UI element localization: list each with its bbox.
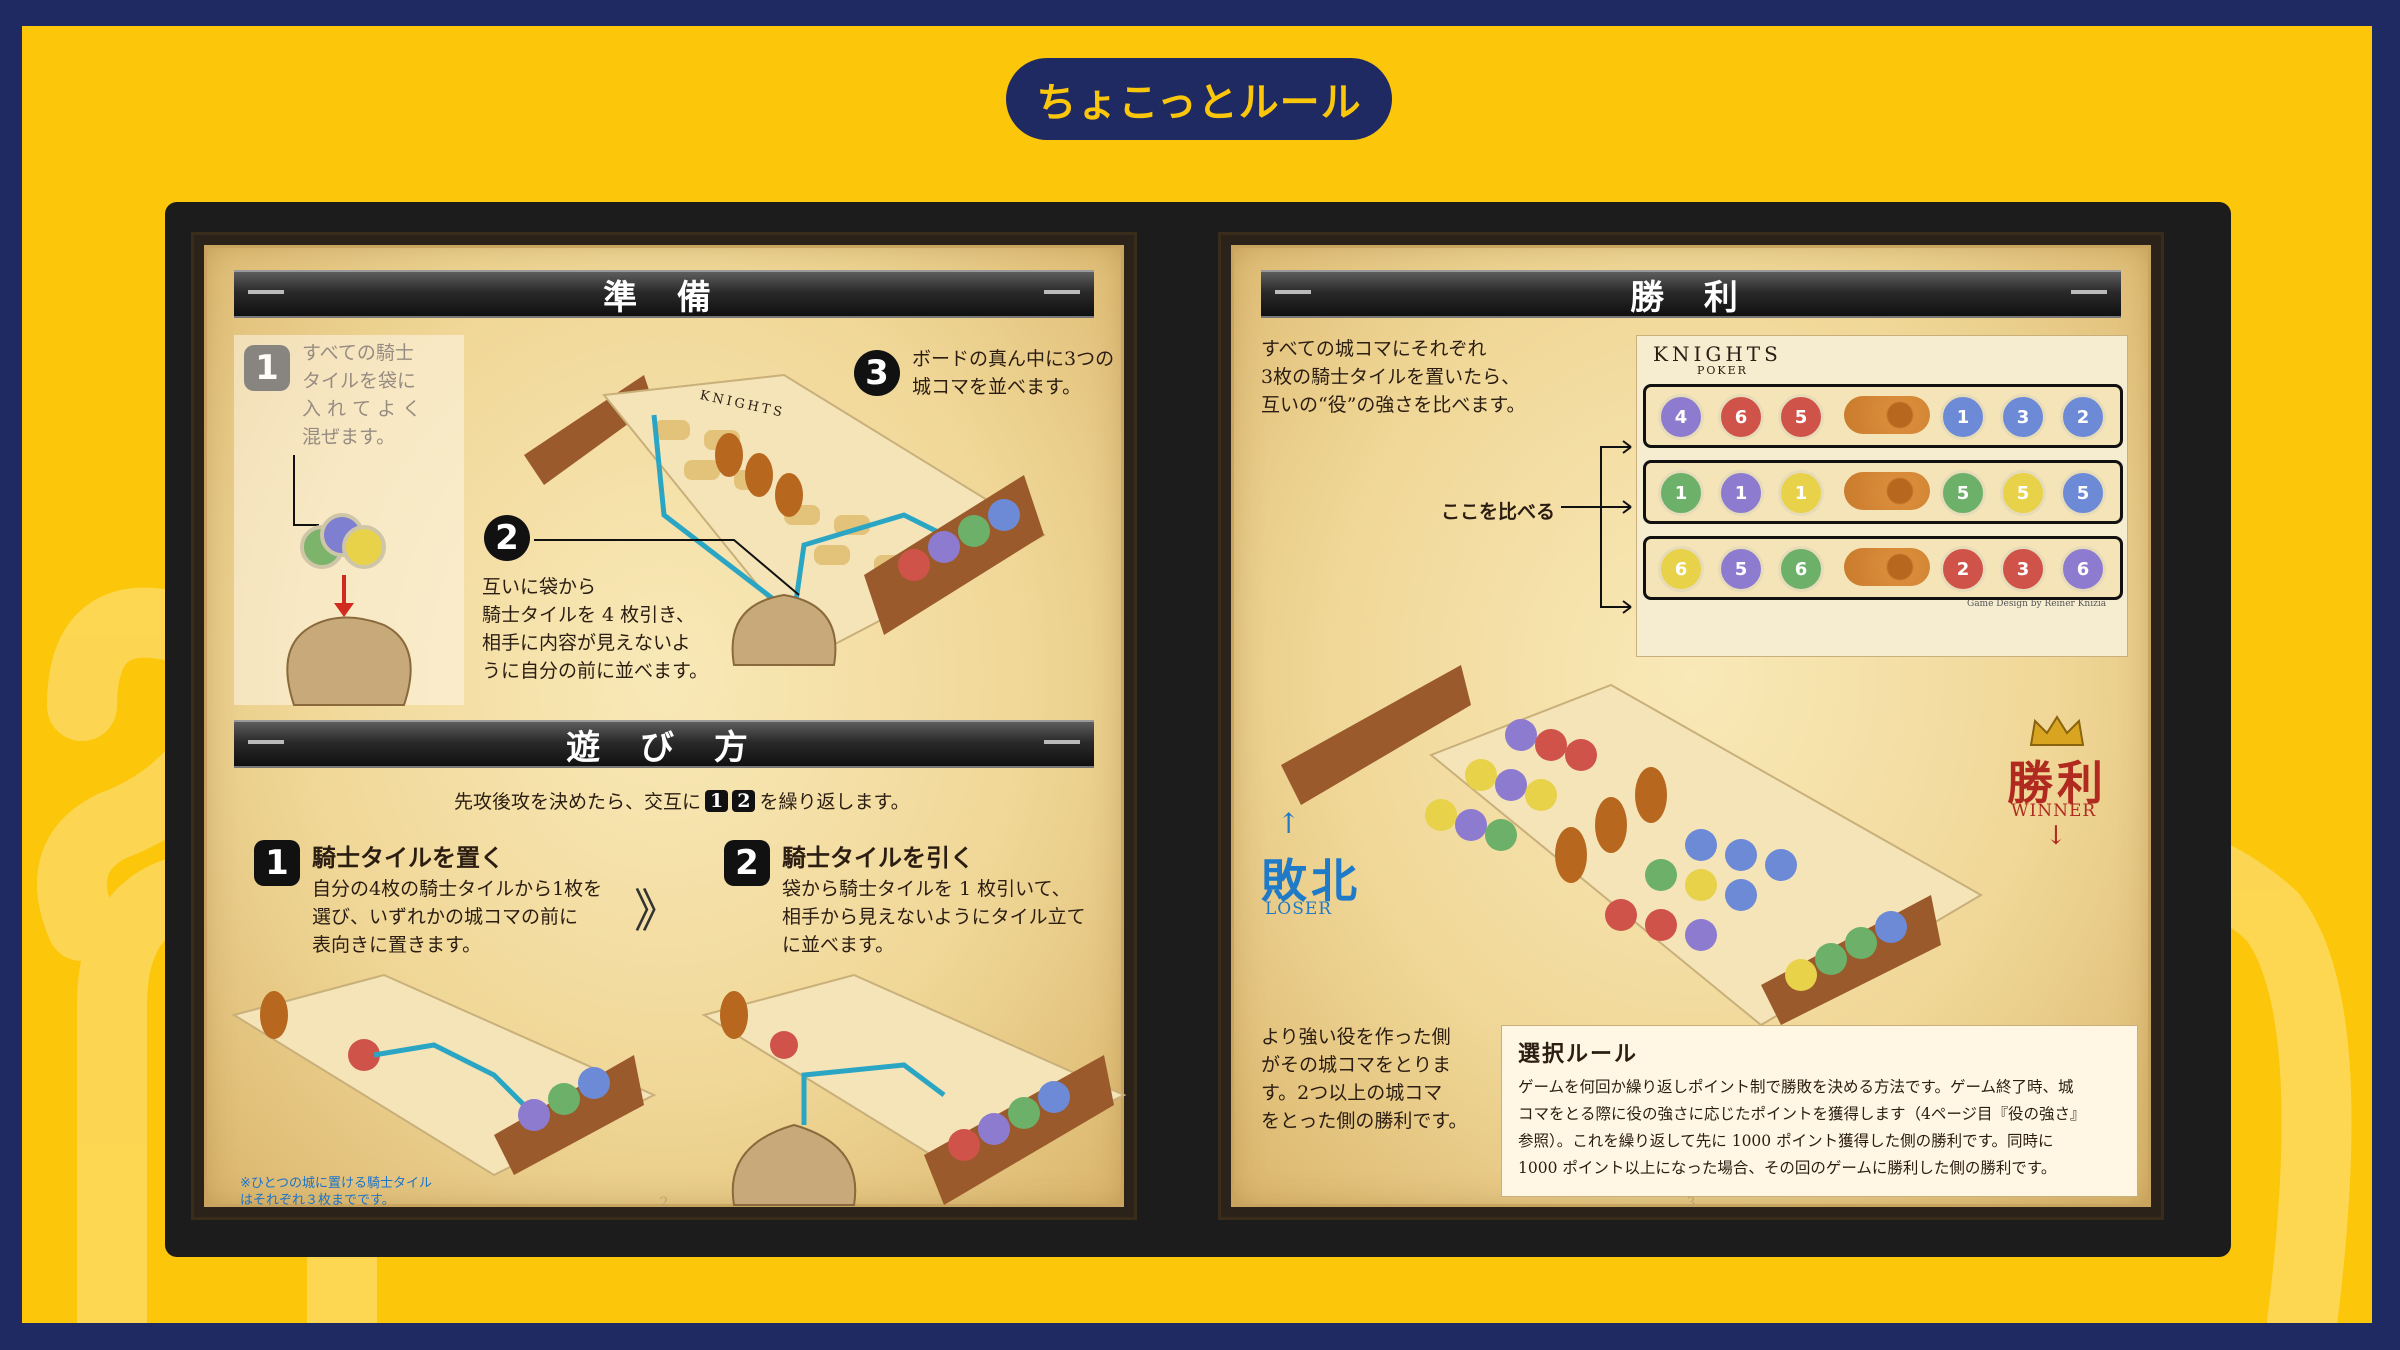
- placement-note: ※ひとつの城に置ける騎士タイル はそれぞれ３枚までです。: [240, 1176, 432, 1208]
- winner-label-en: WINNER: [2011, 801, 2097, 821]
- play-banner: 遊 び 方: [234, 720, 1094, 768]
- compare-bracket: [1561, 440, 1632, 614]
- play2-text: 袋から騎士タイルを 1 枚引いて、 相手から見えないようにタイル立て に並べます…: [782, 878, 1086, 956]
- compare-label: ここを比べる: [1441, 501, 1556, 523]
- loser-label: 敗北: [1261, 854, 1361, 908]
- play2-illustration: [701, 973, 1127, 1206]
- castle-slot: [1844, 396, 1930, 434]
- play-intro-b: を繰り返します。: [759, 791, 910, 813]
- knight-tile: 5: [2060, 470, 2106, 516]
- castle-slot: [1844, 472, 1930, 510]
- castle-slot: [1844, 548, 1930, 586]
- right-page: 勝 利 すべての城コマにそれぞれ 3枚の騎士タイルを置いたら、 互いの“役”の強…: [1218, 232, 2164, 1220]
- play2-number: 2: [724, 840, 770, 886]
- knight-tile: 2: [2060, 394, 2106, 440]
- play-intro-num2: 2: [732, 789, 756, 812]
- play-intro-a: 先攻後攻を決めたら、交互に: [454, 791, 702, 813]
- play-intro-num1: 1: [705, 789, 729, 812]
- winner-label: 勝利: [2007, 756, 2107, 810]
- winner-arrow-icon: ↓: [2045, 821, 2067, 851]
- knight-tile: 4: [1658, 394, 1704, 440]
- step3-text: ボードの真ん中に3つの 城コマを並べます。: [912, 348, 1115, 398]
- select-rule-box: 選択ルール ゲームを何回か繰り返しポイント制で勝敗を決める方法です。ゲーム終了時…: [1501, 1025, 2138, 1197]
- rulebook-spread: 準 備 1 すべての騎士 タイルを袋に 入 れ て よ く 混ぜます。 3 ボー…: [165, 202, 2231, 1257]
- loser-arrow-icon: ↑: [1277, 807, 1301, 840]
- prep-board-illustration: [524, 373, 1047, 666]
- board-diagram-logo-sub: POKER: [1697, 364, 1748, 377]
- knight-tile: 3: [2000, 394, 2046, 440]
- step2-text: 互いに袋から 騎士タイルを 4 枚引き、 相手に内容が見えないよ うに自分の前に…: [482, 576, 709, 682]
- result-text: より強い役を作った側 がその城コマをとりま す。2つ以上の城コマ をとった側の勝…: [1261, 1026, 1468, 1132]
- crown-icon: [2029, 715, 2085, 746]
- knight-tile: 6: [1718, 394, 1764, 440]
- knight-tile: 1: [1940, 394, 1986, 440]
- prep-banner: 準 備: [234, 270, 1094, 318]
- knight-tile: 1: [1778, 470, 1824, 516]
- board-diagram: KNIGHTS POKER Game Design by Reiner Kniz…: [1636, 335, 2128, 657]
- select-rule-title: 選択ルール: [1518, 1041, 1639, 1067]
- step3-number: 3: [854, 350, 900, 396]
- knight-tile: 1: [1718, 470, 1764, 516]
- knight-tile: 5: [1718, 546, 1764, 592]
- play1-text: 自分の4枚の騎士タイルから1枚を 選び、いずれかの城コマの前に 表向きに置きます…: [312, 878, 603, 956]
- slide-frame: ちょこっとルール 準 備 1 すべての騎士 タイルを袋に 入 れ て よ く 混…: [22, 26, 2372, 1323]
- play1-number: 1: [254, 840, 300, 886]
- knight-tile: 5: [1940, 470, 1986, 516]
- page-number-right: 3: [1686, 1195, 1696, 1211]
- knight-tile: 5: [2000, 470, 2046, 516]
- knight-tile: 1: [1658, 470, 1704, 516]
- tile-bag-illustration: [234, 335, 464, 706]
- win-banner: 勝 利: [1261, 270, 2121, 318]
- win-intro-text: すべての城コマにそれぞれ 3枚の騎士タイルを置いたら、 互いの“役”の強さを比べ…: [1261, 338, 1526, 416]
- board-credit: Game Design by Reiner Knizia: [1967, 599, 2107, 609]
- page-number-left: 2: [659, 1195, 669, 1211]
- board-diagram-logo: KNIGHTS: [1653, 342, 1782, 366]
- knight-tile: 6: [1778, 546, 1824, 592]
- step2-number: 2: [484, 515, 530, 561]
- knight-tile: 6: [1658, 546, 1704, 592]
- header-title-pill: ちょこっとルール: [1006, 58, 1392, 140]
- play2-title: 騎士タイルを引く: [782, 843, 974, 872]
- loser-label-en: LOSER: [1265, 899, 1333, 919]
- knight-tile: 5: [1778, 394, 1824, 440]
- step2-arrow: [534, 539, 800, 596]
- knight-tile: 6: [2060, 546, 2106, 592]
- knight-tile: 2: [1940, 546, 1986, 592]
- knight-tile: 3: [2000, 546, 2046, 592]
- play1-title: 騎士タイルを置く: [312, 843, 504, 872]
- play1-illustration: [231, 973, 657, 1177]
- left-page: 準 備 1 すべての騎士 タイルを袋に 入 れ て よ く 混ぜます。 3 ボー…: [191, 232, 1137, 1220]
- select-rule-text: ゲームを何回か繰り返しポイント制で勝敗を決める方法です。ゲーム終了時、城 コマを…: [1518, 1078, 2086, 1177]
- play-intro: 先攻後攻を決めたら、交互に 1 2 を繰り返します。: [454, 787, 910, 814]
- win-board-illustration: [1281, 665, 1983, 1027]
- play-next-arrow: 》: [634, 884, 680, 938]
